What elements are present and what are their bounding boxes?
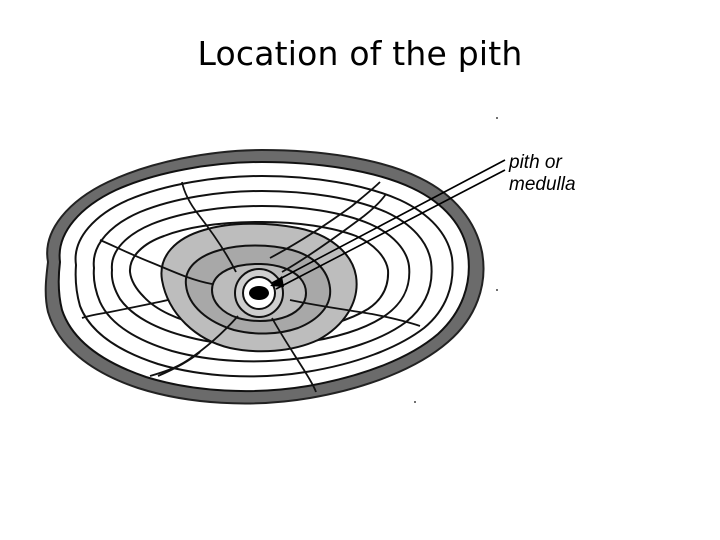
pith-label-line-2: medulla (509, 174, 576, 195)
pith-label-line-1: pith or (508, 152, 562, 173)
pith (249, 286, 269, 300)
